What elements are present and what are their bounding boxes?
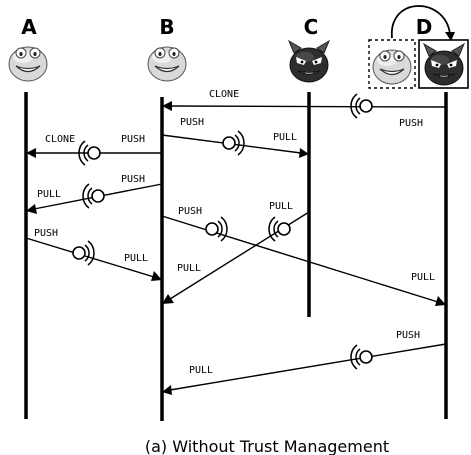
msg-label-pull: PULL (124, 253, 148, 264)
msg-label-push: PUSH (180, 117, 204, 128)
wireless-icon (82, 183, 105, 209)
msg-label-pull: PULL (411, 272, 435, 283)
msg-label-pull: PULL (269, 201, 293, 212)
node-label-a: A (21, 15, 37, 39)
friendly-face-icon (147, 46, 187, 82)
curved-arrowhead (445, 32, 455, 41)
msg-label-push: PUSH (178, 206, 202, 217)
msg-label-push: PUSH (396, 330, 420, 341)
curved-arrow (391, 5, 451, 39)
msg-label-push: PUSH (121, 174, 145, 185)
solid-box (418, 39, 469, 89)
wireless-icon (222, 130, 245, 156)
msg-label-push: PUSH (121, 134, 145, 145)
message-clone-d-b (162, 101, 447, 111)
node-label-c: C (304, 15, 319, 39)
friendly-face-icon (372, 49, 412, 85)
wireless-icon (72, 240, 95, 266)
node-label-d: D (416, 15, 433, 39)
msg-label-pull: PULL (177, 263, 201, 274)
wireless-icon (78, 140, 101, 166)
msg-label-pull: PULL (189, 365, 213, 376)
wireless-icon (268, 216, 291, 242)
msg-label-clone: CLONE (209, 89, 239, 100)
msg-label-pull: PULL (37, 189, 61, 200)
devil-face-icon (423, 43, 465, 86)
message-push-a-b (25, 237, 162, 281)
msg-label-pull: PULL (273, 132, 297, 143)
node-label-b: B (159, 15, 174, 39)
message-push-b-d (161, 215, 446, 306)
wireless-icon (350, 344, 373, 370)
wireless-icon (205, 216, 228, 242)
devil-face-icon (288, 40, 330, 83)
figure-caption: (a) Without Trust Management (145, 437, 389, 455)
dashed-box (368, 39, 416, 89)
message-pull-d-b (162, 343, 447, 395)
msg-label-push: PUSH (399, 118, 423, 129)
msg-label-clone: CLONE (45, 134, 75, 145)
wireless-icon (350, 93, 373, 119)
friendly-face-icon (8, 46, 48, 82)
msg-label-push: PUSH (34, 228, 58, 239)
